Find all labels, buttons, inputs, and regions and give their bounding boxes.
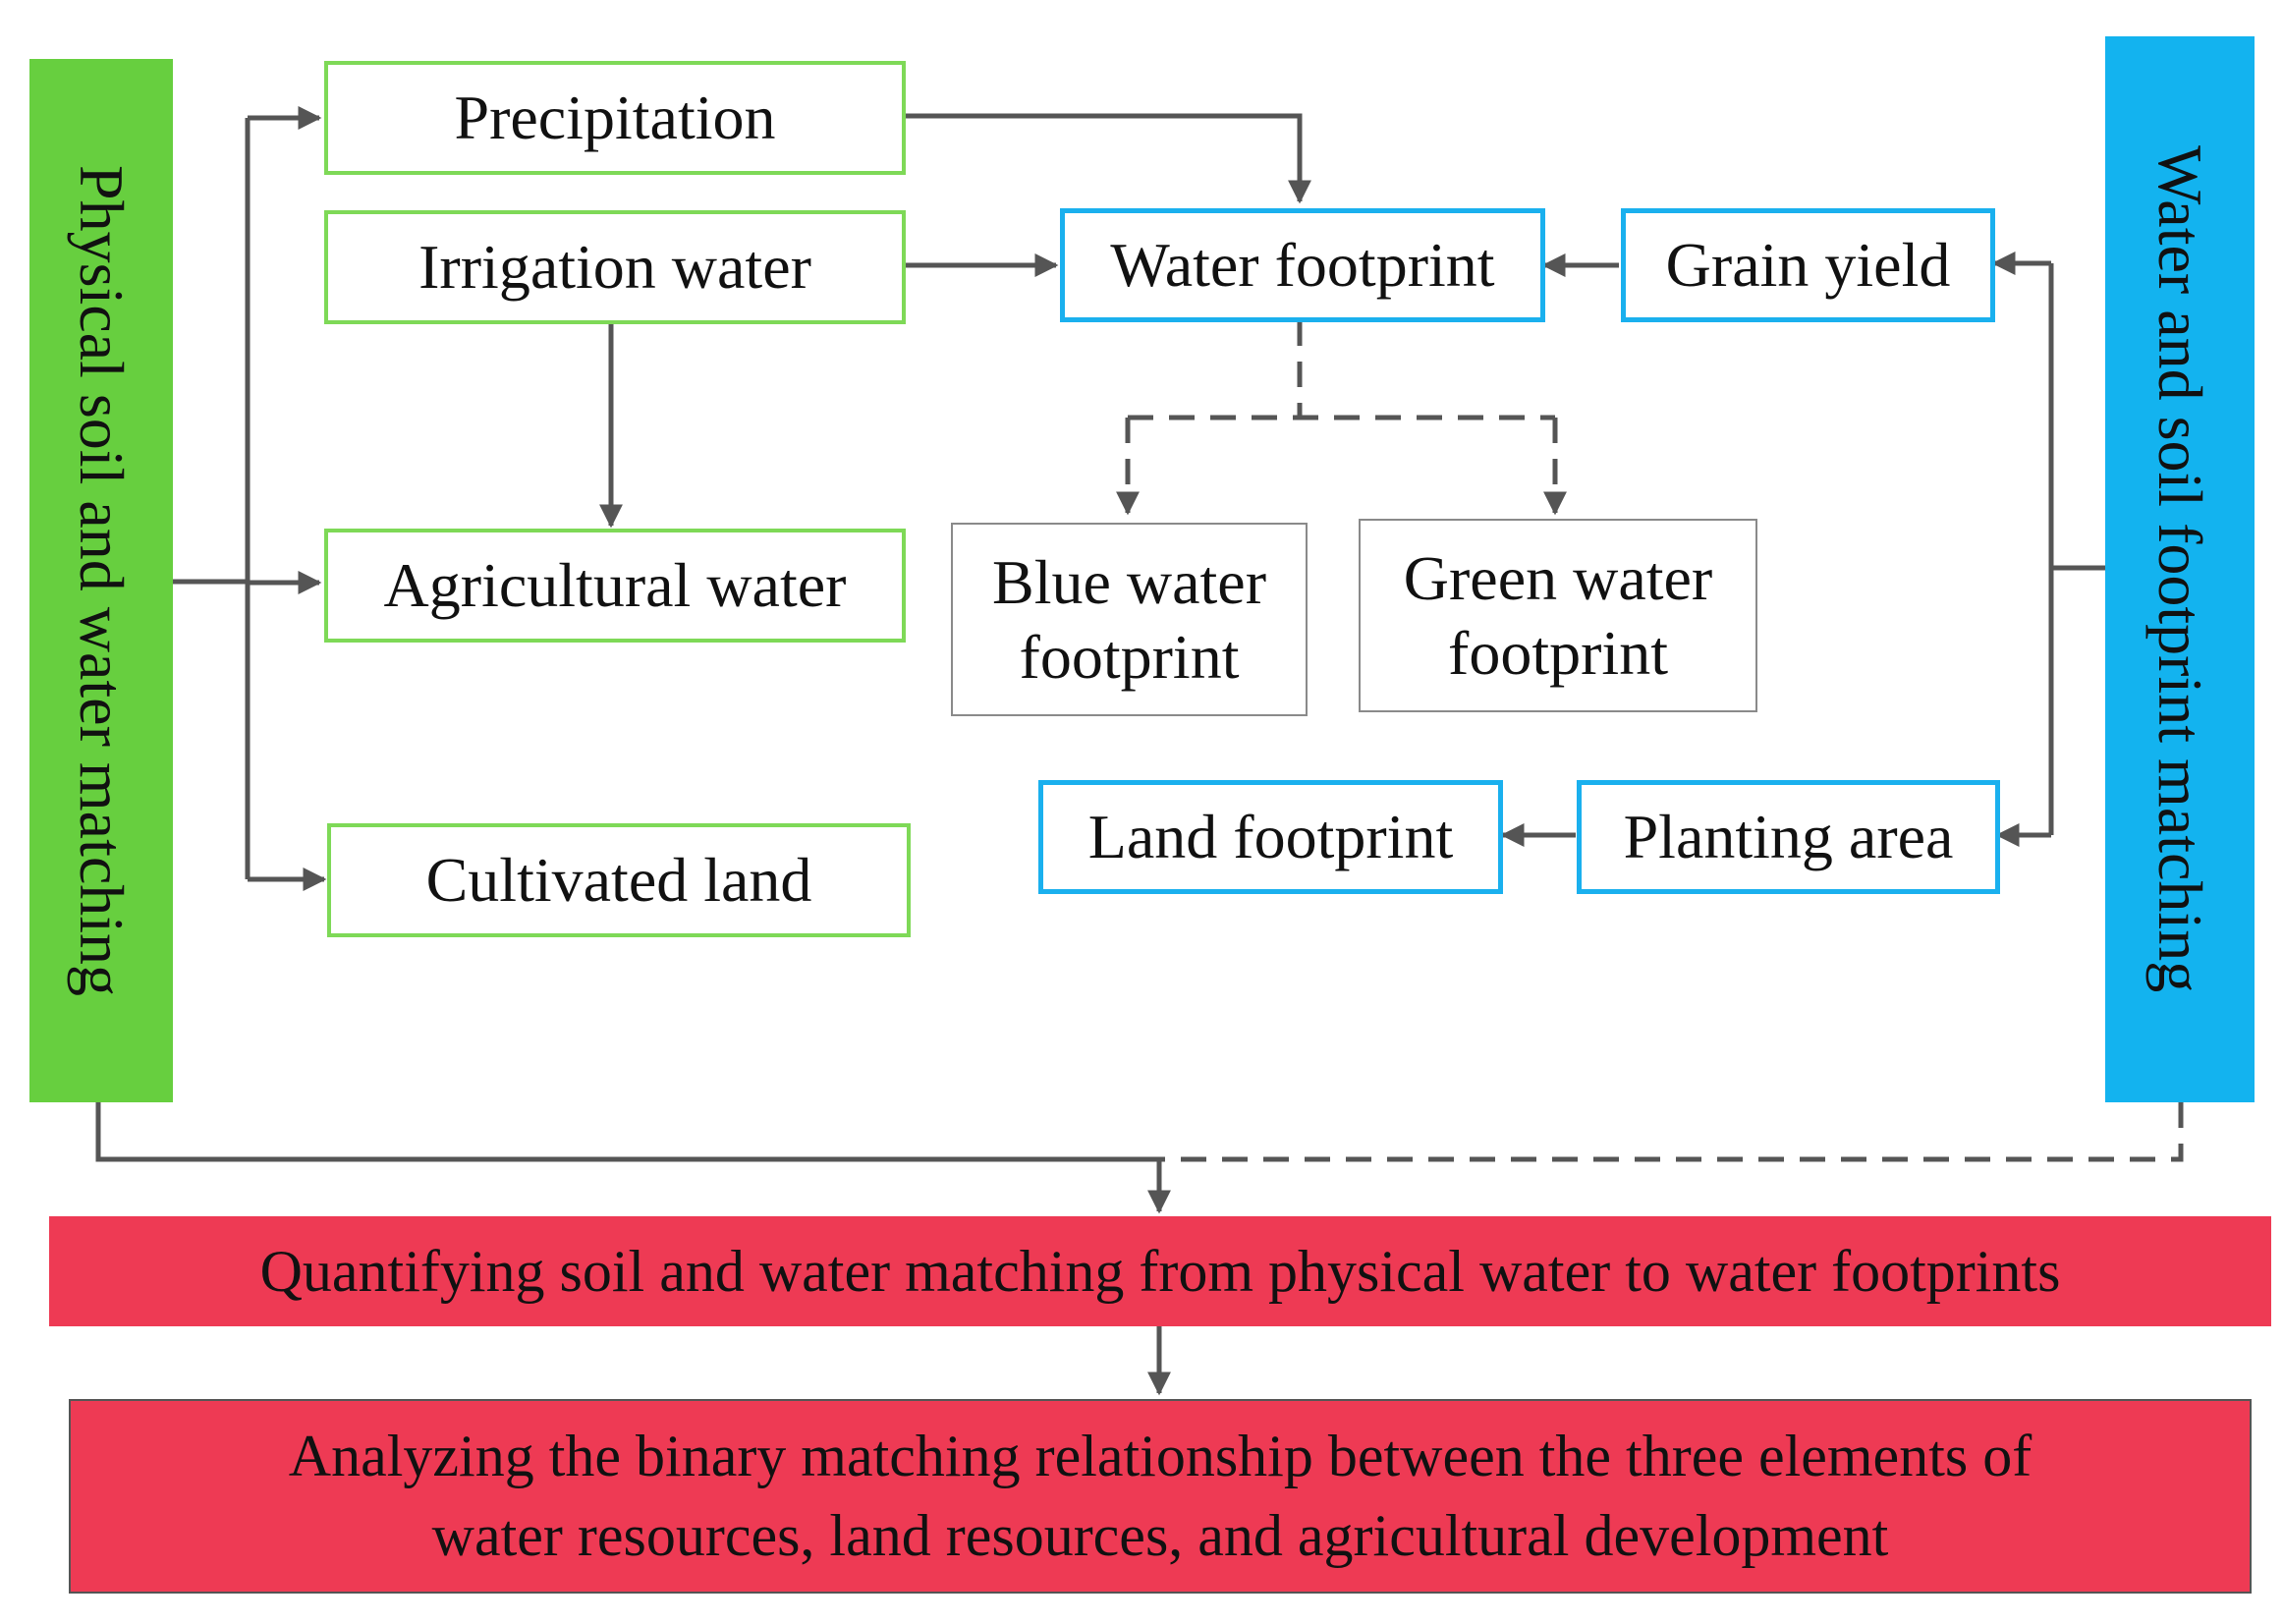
quantifying-result-label: Quantifying soil and water matching from… [259,1238,2061,1304]
dashed-right-to-result-connector [1159,1102,2184,1162]
blue-water-footprint-node: Blue water footprint [951,523,1308,716]
analyzing-result-box: Analyzing the binary matching relationsh… [69,1399,2252,1594]
planting-area-node: Planting area [1577,780,2000,894]
cultivated-land-label: Cultivated land [425,845,812,916]
footprint-matching-bar: Water and soil footprint matching [2105,36,2255,1102]
grain-yield-node: Grain yield [1621,208,1995,322]
analyzing-result-line2: water resources, land resources, and agr… [431,1503,1889,1568]
left-to-result-connector [95,1102,1159,1162]
green-water-footprint-node: Green water footprint [1359,519,1757,712]
green-water-footprint-line1: Green water [1403,542,1713,613]
land-footprint-node: Land footprint [1038,780,1503,894]
cultivated-land-node: Cultivated land [327,823,911,937]
water-footprint-node: Water footprint [1060,208,1545,322]
arrow-precipitation-to-water-footprint [904,113,1311,204]
green-water-footprint-line2: footprint [1448,617,1668,688]
physical-matching-bar: Physical soil and water matching [29,59,173,1102]
quantifying-result-box: Quantifying soil and water matching from… [49,1216,2271,1326]
grain-yield-label: Grain yield [1665,230,1951,301]
irrigation-water-node: Irrigation water [324,210,906,324]
irrigation-water-label: Irrigation water [418,232,811,303]
precipitation-node: Precipitation [324,61,906,175]
physical-matching-label: Physical soil and water matching [67,164,137,997]
precipitation-label: Precipitation [454,83,776,153]
analyzing-result-line1: Analyzing the binary matching relationsh… [288,1424,2032,1488]
agricultural-water-label: Agricultural water [383,550,847,621]
agricultural-water-node: Agricultural water [324,529,906,643]
land-footprint-label: Land footprint [1087,802,1454,872]
blue-water-footprint-line2: footprint [1019,621,1240,692]
blue-water-footprint-line1: Blue water [992,546,1266,617]
footprint-matching-label: Water and soil footprint matching [2145,145,2215,993]
water-footprint-label: Water footprint [1110,230,1495,301]
planting-area-label: Planting area [1623,802,1954,872]
